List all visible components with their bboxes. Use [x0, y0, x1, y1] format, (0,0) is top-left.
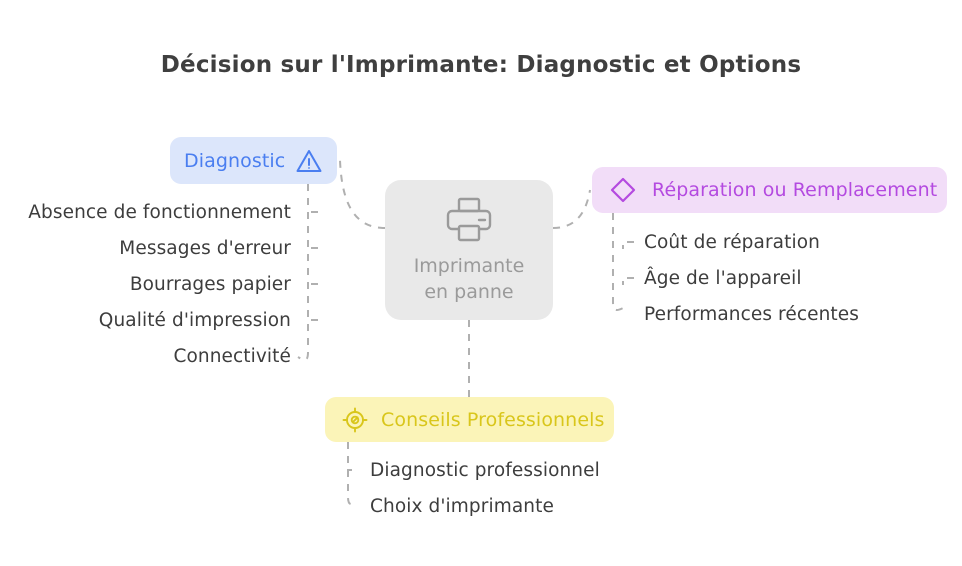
diagnostic-stub-2 [310, 247, 318, 255]
page-title: Décision sur l'Imprimante: Diagnostic et… [160, 52, 802, 78]
leaf-item[interactable]: Connectivité [173, 346, 291, 367]
leaf-item[interactable]: Bourrages papier [129, 274, 291, 295]
leaf-item[interactable]: Messages d'erreur [119, 238, 291, 259]
branch-node-conseils[interactable]: Conseils Professionnels [325, 397, 614, 442]
reparation-spine [612, 213, 624, 311]
compass-target-icon [341, 406, 369, 434]
leaf-item[interactable]: Âge de l'appareil [644, 268, 802, 289]
branch-label-diagnostic: Diagnostic [184, 149, 286, 172]
branch-label-conseils: Conseils Professionnels [381, 408, 605, 431]
conseils-spine [347, 442, 358, 506]
link-central-diagnostic [339, 159, 386, 229]
branch-node-diagnostic[interactable]: Diagnostic [170, 137, 337, 184]
central-label-line1: Imprimante [413, 255, 525, 278]
conseils-stub-1 [347, 469, 352, 476]
leaf-item[interactable]: Choix d'imprimante [370, 496, 554, 517]
central-node[interactable]: Imprimante en panne [385, 180, 553, 320]
diagnostic-stub-4 [310, 319, 318, 327]
warning-triangle-icon [295, 148, 323, 174]
leaf-item[interactable]: Diagnostic professionnel [370, 460, 600, 481]
reparation-stub-2 [622, 277, 634, 285]
diamond-icon [608, 175, 638, 205]
reparation-stub-1 [622, 241, 634, 249]
diagnostic-spine [297, 184, 309, 361]
central-label-line2: en panne [424, 280, 514, 303]
printer-icon [441, 195, 497, 245]
link-central-reparation [552, 189, 591, 229]
leaf-item[interactable]: Qualité d'impression [98, 310, 291, 331]
central-node-label: Imprimante en panne [414, 254, 525, 304]
leaf-item[interactable]: Performances récentes [644, 304, 859, 325]
leaf-item[interactable]: Coût de réparation [644, 232, 820, 253]
branch-label-reparation: Réparation ou Remplacement [652, 179, 938, 201]
diagnostic-stub-1 [310, 211, 318, 219]
diagnostic-stub-3 [310, 283, 318, 291]
leaf-item[interactable]: Absence de fonctionnement [28, 202, 291, 223]
branch-node-reparation[interactable]: Réparation ou Remplacement [592, 167, 947, 213]
